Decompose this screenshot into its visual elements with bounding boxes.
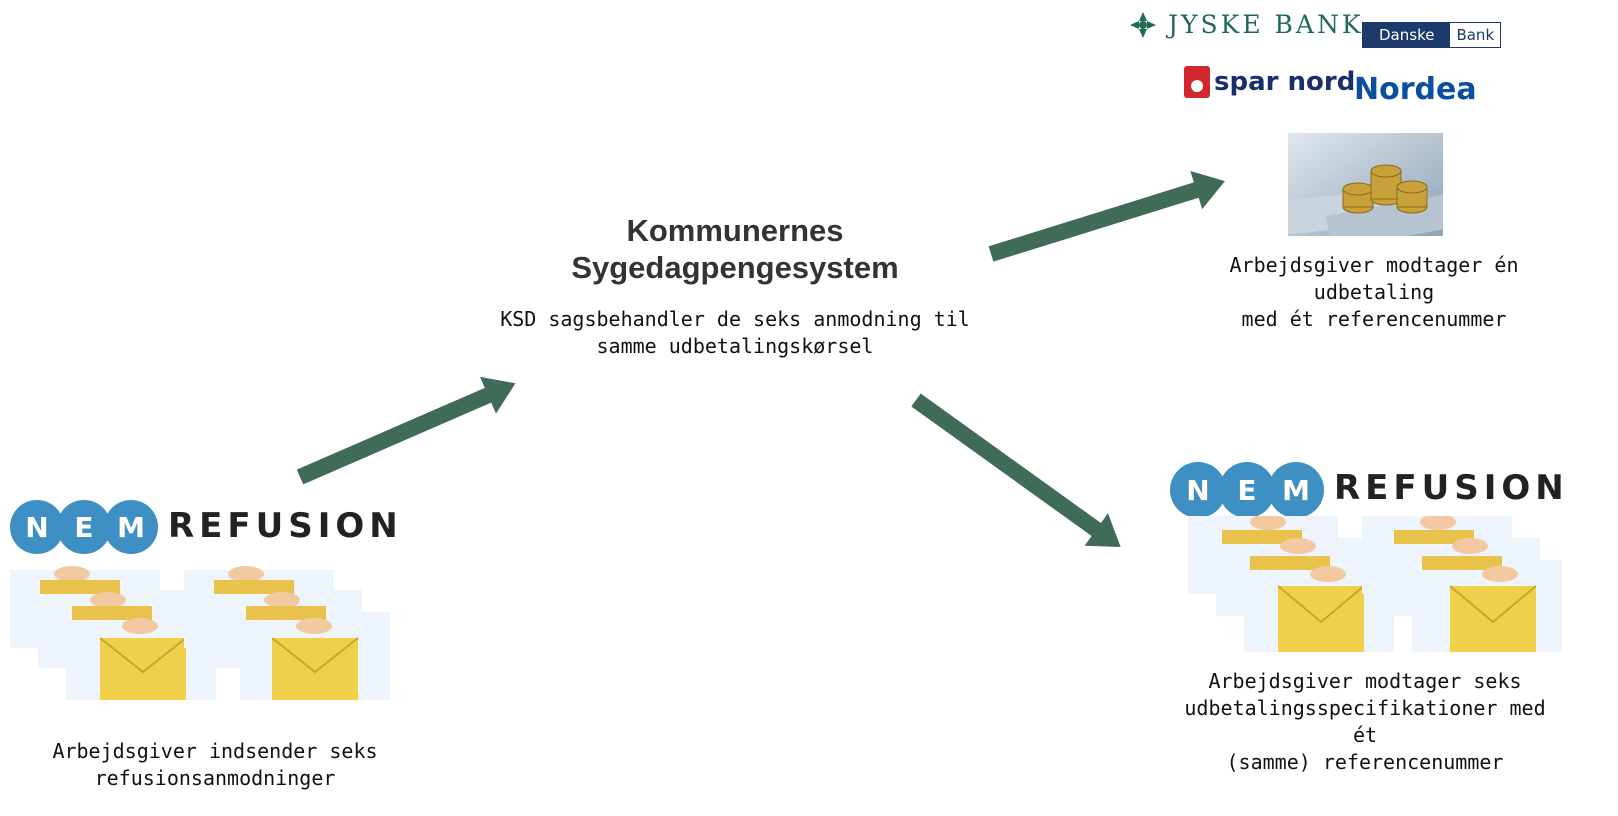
- arrow-center-to-nem: [911, 393, 1121, 548]
- ksd-caption: KSD sagsbehandler de seks anmodning til …: [490, 306, 980, 360]
- envelope-group-c: [1188, 516, 1394, 652]
- spar-nord-text: spar nord: [1214, 67, 1356, 97]
- right-bottom-caption-line1: Arbejdsgiver modtager seks: [1208, 669, 1522, 693]
- nem-circle-n-right: N: [1170, 462, 1226, 518]
- left-caption-line1: Arbejdsgiver indsender seks: [52, 739, 378, 763]
- danske-bank-text-a: Danske: [1363, 23, 1451, 47]
- ksd-title-line2: Sygedagpengesystem: [571, 250, 899, 285]
- left-caption: Arbejdsgiver indsender seks refusionsanm…: [20, 738, 410, 792]
- bank-caption-line2: med ét referencenummer: [1241, 307, 1507, 331]
- envelope-stack-right: [1188, 516, 1562, 652]
- jyske-emblem-icon: [1130, 11, 1156, 38]
- right-bottom-caption-line2: udbetalingsspecifikationer med ét: [1184, 696, 1546, 747]
- nem-refusion-logo-right: N E M REFUSION: [1170, 460, 1590, 520]
- spar-nord-logo: spar nord: [1184, 66, 1355, 98]
- nem-refusion-logo-left: N E M REFUSION: [10, 498, 410, 558]
- bank-caption-line1: Arbejdsgiver modtager én udbetaling: [1229, 253, 1519, 304]
- nem-circle-m-right: M: [1268, 462, 1324, 518]
- jyske-bank-logo: JYSKE BANK: [1130, 10, 1364, 39]
- nem-circle-m: M: [104, 500, 158, 554]
- ksd-title: Kommunernes Sygedagpengesystem: [520, 212, 950, 286]
- nem-circle-e: E: [57, 500, 111, 554]
- envelope-stack-left: [10, 566, 390, 700]
- jyske-bank-text: JYSKE BANK: [1168, 10, 1364, 39]
- danske-bank-text-b: Bank: [1456, 26, 1495, 44]
- ksd-caption-line1: KSD sagsbehandler de seks anmodning til: [500, 307, 970, 331]
- nem-circle-n: N: [10, 500, 64, 554]
- danske-bank-logo: Danske Bank: [1362, 22, 1502, 48]
- nem-refusion-word: REFUSION: [168, 506, 403, 546]
- nem-refusion-word-right: REFUSION: [1334, 468, 1569, 508]
- ksd-caption-line2: samme udbetalingskørsel: [596, 334, 874, 358]
- spar-nord-icon: [1184, 66, 1210, 98]
- envelope-group-b: [184, 566, 390, 700]
- right-bottom-caption-line3: (samme) referencenummer: [1226, 750, 1504, 774]
- nem-circle-e-right: E: [1219, 462, 1275, 518]
- right-bottom-caption: Arbejdsgiver modtager seks udbetalingssp…: [1170, 668, 1560, 776]
- ksd-title-line1: Kommunernes: [626, 213, 844, 248]
- envelope-group-d: [1362, 516, 1562, 652]
- nordea-logo: Nordea: [1354, 72, 1477, 107]
- arrow-left-to-center: [296, 376, 516, 485]
- left-caption-line2: refusionsanmodninger: [94, 766, 336, 790]
- arrow-center-to-bank: [988, 170, 1225, 262]
- bank-caption: Arbejdsgiver modtager én udbetaling med …: [1178, 252, 1570, 333]
- money-image: [1288, 133, 1443, 236]
